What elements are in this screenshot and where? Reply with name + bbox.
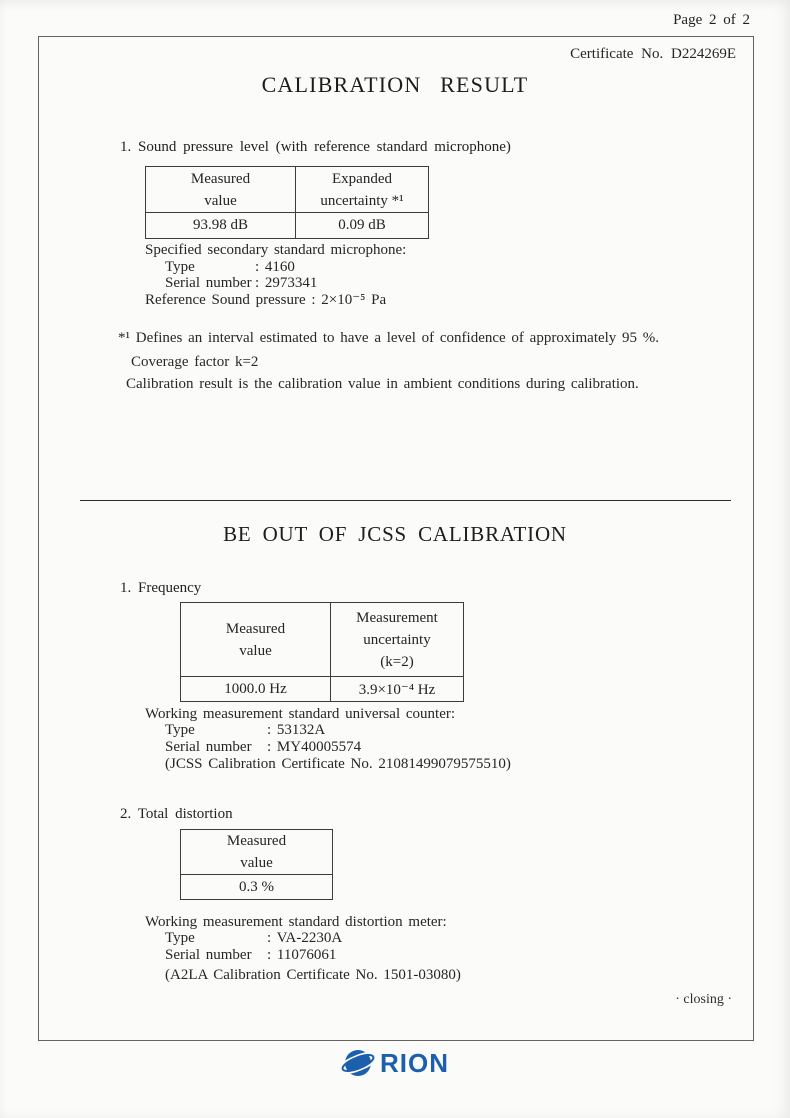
certificate-number: Certificate No. D224269E [570, 46, 736, 62]
type-value: : 53132A [267, 722, 326, 739]
type-value: : VA-2230A [267, 930, 343, 947]
meter-spec-block: Working measurement standard distortion … [145, 914, 461, 983]
counter-spec-block: Working measurement standard universal c… [145, 706, 511, 772]
serial-number-value: : 11076061 [267, 946, 337, 963]
out-of-jcss-title: BE OUT OF JCSS CALIBRATION [223, 522, 567, 546]
measured-value-header: Measured value [180, 602, 331, 677]
calibration-result-title: CALIBRATION RESULT [261, 72, 529, 97]
counter-serial-row: Serial number : MY40005574 [145, 739, 511, 755]
serial-number-label: Serial number [165, 946, 252, 963]
counter-type-row: Type : 53132A [145, 722, 511, 738]
page-indicator: Page 2 of 2 [673, 12, 750, 28]
table-header-row: Measured value [180, 829, 333, 875]
table-header-row: Measured value Measurement uncertainty (… [180, 602, 464, 677]
page-border-frame [38, 36, 754, 1041]
confidence-footnote: *¹ Defines an interval estimated to have… [118, 330, 660, 346]
microphone-spec-block: Specified secondary standard microphone:… [145, 242, 406, 308]
rion-logo-text: RION [380, 1047, 449, 1078]
rion-globe-icon [341, 1050, 375, 1076]
measured-value-header: Measured value [180, 829, 333, 875]
serial-number-value: : MY40005574 [267, 738, 362, 755]
total-distortion-heading: 2. Total distortion [120, 806, 233, 822]
microphone-spec-heading: Specified secondary standard microphone: [145, 242, 407, 258]
measured-value-cell: 93.98 dB [145, 212, 296, 239]
table-value-row: 0.3 % [180, 874, 333, 900]
total-distortion-table: Measured value 0.3 % [180, 829, 333, 900]
table-value-row: 1000.0 Hz 3.9×10⁻⁴ Hz [180, 676, 464, 702]
microphone-type-row: Type : 4160 [145, 259, 406, 276]
reference-sound-pressure: Reference Sound pressure : 2×10⁻⁵ Pa [145, 291, 387, 308]
serial-number-value: : 2973341 [255, 275, 318, 291]
frequency-table: Measured value Measurement uncertainty (… [180, 602, 464, 702]
table-header-row: Measured value Expanded uncertainty *¹ [145, 166, 429, 213]
coverage-factor-note: Coverage factor k=2 [131, 354, 259, 370]
type-label: Type [165, 258, 195, 275]
uncertainty-value-cell: 0.09 dB [295, 212, 429, 239]
expanded-uncertainty-header: Expanded uncertainty *¹ [295, 166, 429, 213]
type-label: Type [165, 722, 195, 739]
section-divider-line [80, 500, 731, 501]
jcss-certificate-note: (JCSS Calibration Certificate No. 210814… [165, 755, 511, 772]
serial-number-label: Serial number [165, 275, 252, 291]
ambient-conditions-note: Calibration result is the calibration va… [126, 376, 639, 392]
meter-serial-row: Serial number : 11076061 [145, 947, 461, 963]
microphone-serial-row: Serial number: 2973341 [145, 275, 406, 292]
table-value-row: 93.98 dB 0.09 dB [145, 212, 429, 239]
closing-mark: · closing · [675, 992, 732, 1007]
meter-spec-heading: Working measurement standard distortion … [145, 914, 447, 930]
measured-value-cell: 0.3 % [180, 874, 333, 900]
uncertainty-value-cell: 3.9×10⁻⁴ Hz [330, 676, 464, 702]
type-value: : 4160 [255, 258, 295, 275]
rion-logo: RION [0, 1046, 790, 1080]
type-label: Type [165, 930, 195, 947]
a2la-certificate-note: (A2LA Calibration Certificate No. 1501-0… [165, 966, 461, 983]
serial-number-label: Serial number [165, 738, 252, 755]
measured-value-cell: 1000.0 Hz [180, 676, 331, 702]
sound-pressure-table: Measured value Expanded uncertainty *¹ 9… [145, 166, 429, 239]
counter-spec-heading: Working measurement standard universal c… [145, 706, 456, 722]
measured-value-header: Measured value [145, 166, 296, 213]
meter-type-row: Type : VA-2230A [145, 930, 461, 946]
sound-pressure-heading: 1. Sound pressure level (with reference … [120, 139, 511, 155]
measurement-uncertainty-header: Measurement uncertainty (k=2) [330, 602, 464, 677]
frequency-heading: 1. Frequency [120, 580, 202, 596]
